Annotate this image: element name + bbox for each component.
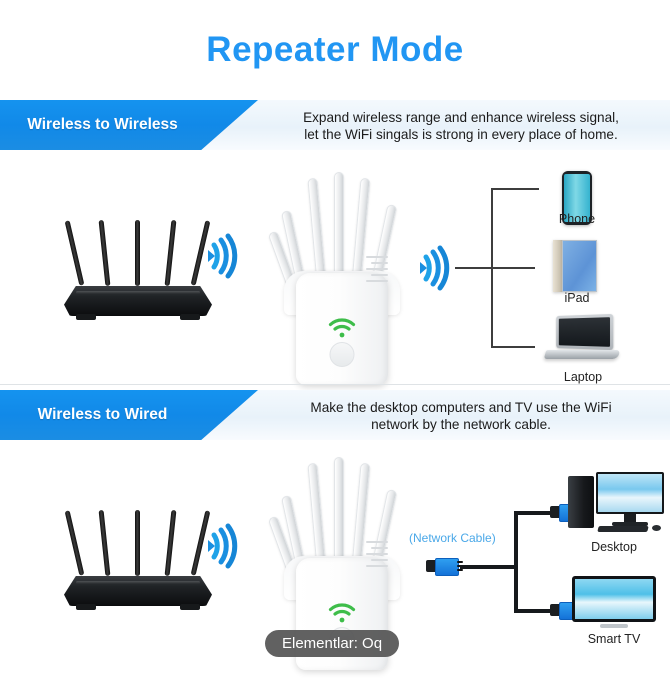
section-description-line-2: let the WiFi singals is strong in every …	[304, 127, 618, 142]
device-label-desktop: Desktop	[591, 540, 637, 554]
page-title: Repeater Mode	[206, 30, 464, 69]
connector-line-to-laptop	[491, 346, 535, 348]
device-label-phone: Phone	[558, 212, 596, 226]
router-icon-wired-section	[58, 500, 218, 610]
section-description-line-1: Make the desktop computers and TV use th…	[310, 400, 612, 415]
network-cable-label: (Network Cable)	[409, 531, 496, 545]
wifi-signal-icon-wired-section	[200, 523, 246, 569]
section-description-line-2: network by the network cable.	[371, 417, 551, 432]
status-badge-overlay: Elementlar: Oq	[265, 630, 400, 657]
section-description-wireless-to-wired: Make the desktop computers and TV use th…	[255, 394, 667, 438]
device-label-laptop: Laptop	[563, 370, 603, 384]
section-tag-wireless-to-wired: Wireless to Wired	[0, 390, 258, 440]
section-description-line-1: Expand wireless range and enhance wirele…	[303, 110, 619, 125]
section-tag-wireless-to-wireless: Wireless to Wireless	[0, 100, 258, 150]
phone-icon	[562, 171, 592, 225]
repeater-wifi-logo-icon	[327, 317, 357, 339]
section-banner-wireless-to-wireless: Wireless to Wireless Expand wireless ran…	[0, 100, 670, 150]
connector-line-to-phone	[491, 188, 539, 190]
device-label-ipad: iPad	[564, 291, 590, 305]
cable-trunk-horizontal	[460, 565, 518, 569]
cable-branch-smarttv	[514, 609, 556, 613]
device-label-smart-tv: Smart TV	[587, 632, 641, 646]
connector-line-to-ipad	[491, 267, 535, 269]
section-description-wireless-to-wireless: Expand wireless range and enhance wirele…	[255, 104, 667, 148]
smart-tv-icon	[572, 576, 656, 628]
wifi-repeater-icon-wireless-section	[267, 170, 402, 385]
repeater-led-indicators	[366, 256, 392, 286]
section-tag-label: Wireless to Wireless	[27, 116, 178, 133]
tablet-icon	[553, 240, 597, 292]
cable-trunk-vertical	[514, 513, 518, 613]
desktop-computer-icon	[568, 472, 664, 536]
section-divider	[0, 384, 670, 385]
wifi-signal-icon-right	[412, 245, 458, 291]
wifi-signal-icon-left	[200, 233, 246, 279]
section-banner-wireless-to-wired: Wireless to Wired Make the desktop compu…	[0, 390, 670, 440]
section-tag-label: Wireless to Wired	[37, 406, 168, 423]
connector-line-trunk	[455, 267, 493, 269]
rj45-connector-repeater	[426, 558, 463, 576]
repeater-led-indicators	[366, 541, 392, 571]
repeater-wifi-logo-icon	[327, 602, 357, 624]
laptop-icon	[543, 313, 621, 361]
router-icon-wireless-section	[58, 210, 218, 320]
cable-branch-desktop	[514, 511, 556, 515]
repeater-button[interactable]	[329, 342, 355, 367]
